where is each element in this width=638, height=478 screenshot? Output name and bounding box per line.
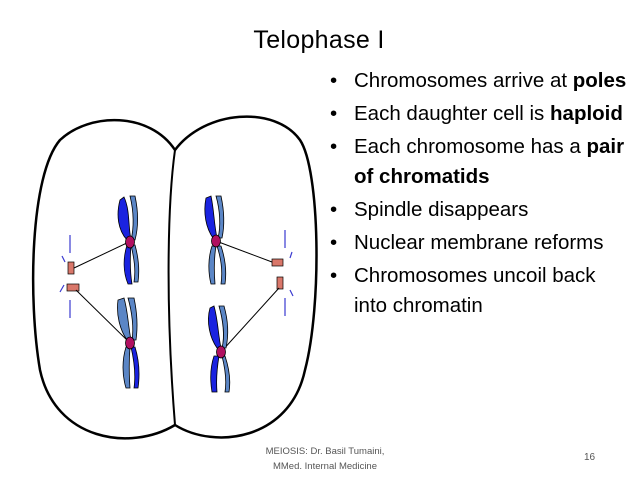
bullet-item: Each chromosome has a pair of chromatids (330, 132, 630, 192)
centriole (66, 283, 80, 292)
chromosome (208, 305, 231, 393)
left-spindle-pole (59, 235, 71, 318)
chromosome (204, 195, 227, 285)
centromere (211, 234, 221, 248)
cleavage-furrow (167, 149, 176, 426)
page-title: Telophase I (253, 26, 385, 54)
bullet-list: Chromosomes arrive at poles Each daughte… (330, 66, 630, 324)
spindle-fiber (215, 240, 273, 263)
centromere (125, 336, 135, 350)
bullet-item: Chromosomes uncoil back into chromatin (330, 261, 630, 321)
footer-credit: MEIOSIS: Dr. Basil Tumaini, MMed. Intern… (255, 444, 395, 474)
spindle-fiber (75, 289, 130, 343)
chromosome (117, 195, 140, 285)
footer-line: MMed. Internal Medicine (272, 461, 378, 472)
centriole (271, 258, 284, 267)
chromosome (117, 297, 140, 389)
bullet-item: Each daughter cell is haploid (330, 99, 630, 129)
centromere (216, 345, 226, 359)
spindle-fiber (73, 241, 130, 269)
bullet-item: Spindle disappears (330, 195, 630, 225)
right-spindle-pole (284, 230, 294, 316)
page-number: 16 (584, 452, 596, 463)
spindle-fiber (220, 287, 280, 353)
centriole (276, 276, 284, 290)
cell-membrane (31, 115, 318, 440)
bullet-item: Chromosomes arrive at poles (330, 66, 630, 96)
centromere (125, 235, 135, 249)
footer-line: MEIOSIS: Dr. Basil Tumaini, (265, 446, 385, 457)
bullet-item: Nuclear membrane reforms (330, 228, 630, 258)
centriole (67, 261, 75, 275)
